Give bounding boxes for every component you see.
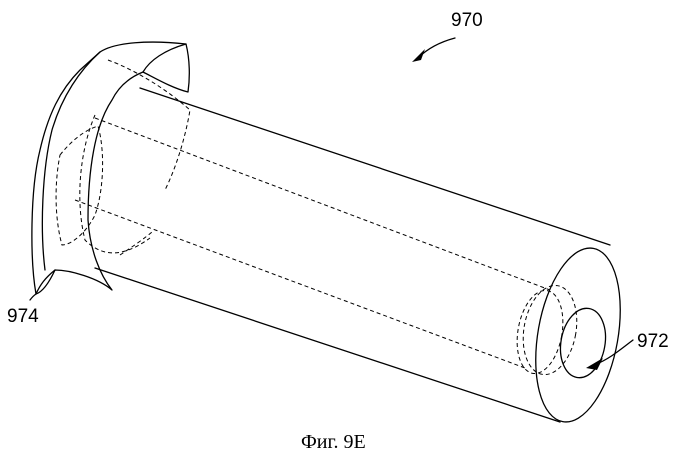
bore-opening (555, 305, 610, 382)
label-974-group: 974 (7, 294, 39, 327)
label-970: 970 (451, 10, 483, 31)
inner-bore-hidden (75, 118, 583, 379)
cylinder-body (95, 88, 633, 429)
label-972-group: 972 (586, 331, 669, 370)
label-974: 974 (7, 306, 39, 327)
label-972: 972 (637, 331, 669, 352)
figure-caption: Фиг. 9E (301, 431, 366, 453)
label-970-group: 970 (412, 10, 483, 62)
flange-head (32, 42, 190, 294)
